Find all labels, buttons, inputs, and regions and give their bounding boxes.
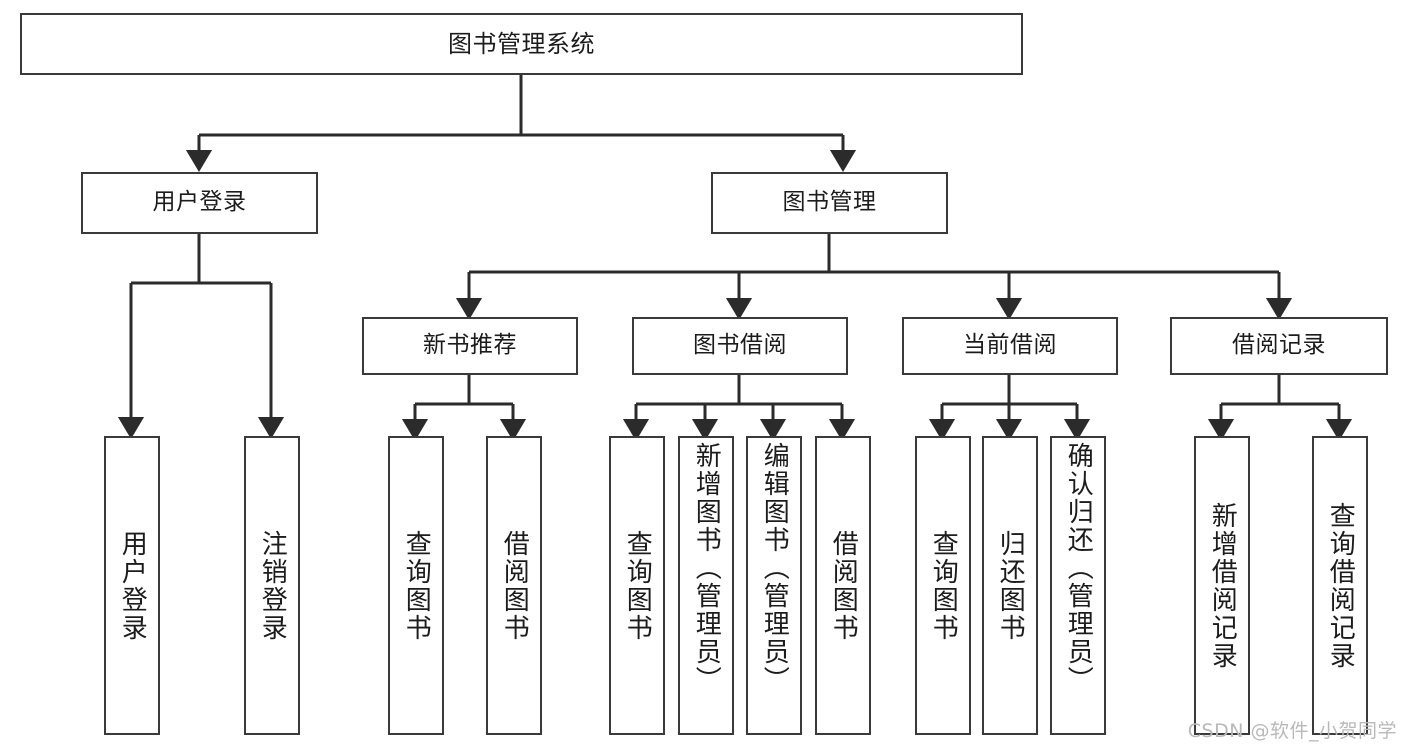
node-label: 借阅图书 xyxy=(499,529,530,642)
node-root-system[interactable]: 图书管理系统 xyxy=(20,13,1023,75)
leaf-borrow-book[interactable]: 借阅图书 xyxy=(815,436,871,735)
node-label: 当前借阅 xyxy=(963,332,1057,359)
leaf-query-borrow-record[interactable]: 查询借阅记录 xyxy=(1312,436,1368,735)
node-label: 确认归还（管理员） xyxy=(1063,442,1094,694)
node-book-management[interactable]: 图书管理 xyxy=(711,172,948,234)
node-label: 新增图书（管理员） xyxy=(691,442,722,694)
leaf-query-book-recommend[interactable]: 查询图书 xyxy=(388,436,444,735)
node-borrow-record[interactable]: 借阅记录 xyxy=(1170,317,1388,375)
node-new-book-recommend[interactable]: 新书推荐 xyxy=(362,317,578,375)
node-label: 查询借阅记录 xyxy=(1325,501,1356,670)
leaf-borrow-book-recommend[interactable]: 借阅图书 xyxy=(486,436,542,735)
node-label: 图书借阅 xyxy=(693,332,787,359)
leaf-confirm-return-admin[interactable]: 确认归还（管理员） xyxy=(1050,436,1106,735)
leaf-logout[interactable]: 注销登录 xyxy=(244,436,300,735)
leaf-query-book-borrow[interactable]: 查询图书 xyxy=(609,436,665,735)
node-label: 用户登录 xyxy=(152,189,247,216)
node-label: 借阅图书 xyxy=(828,529,859,642)
node-label: 注销登录 xyxy=(257,529,288,642)
node-label: 编辑图书（管理员） xyxy=(759,442,790,694)
leaf-add-borrow-record[interactable]: 新增借阅记录 xyxy=(1194,436,1250,735)
node-current-borrow[interactable]: 当前借阅 xyxy=(902,317,1118,375)
leaf-edit-book-admin[interactable]: 编辑图书（管理员） xyxy=(746,436,802,735)
node-label: 用户登录 xyxy=(117,529,148,642)
node-label: 归还图书 xyxy=(995,529,1026,642)
node-label: 图书管理 xyxy=(782,189,877,216)
node-label: 查询图书 xyxy=(401,529,432,642)
node-label: 新书推荐 xyxy=(423,332,517,359)
leaf-query-book-current[interactable]: 查询图书 xyxy=(915,436,971,735)
node-user-login[interactable]: 用户登录 xyxy=(81,172,318,234)
node-label: 借阅记录 xyxy=(1232,332,1326,359)
leaf-return-book[interactable]: 归还图书 xyxy=(982,436,1038,735)
node-label: 查询图书 xyxy=(928,529,959,642)
node-label: 新增借阅记录 xyxy=(1207,501,1238,670)
leaf-add-book-admin[interactable]: 新增图书（管理员） xyxy=(678,436,734,735)
leaf-user-login[interactable]: 用户登录 xyxy=(104,436,160,735)
node-label: 图书管理系统 xyxy=(448,29,595,58)
node-book-borrow[interactable]: 图书借阅 xyxy=(632,317,848,375)
node-label: 查询图书 xyxy=(622,529,653,642)
